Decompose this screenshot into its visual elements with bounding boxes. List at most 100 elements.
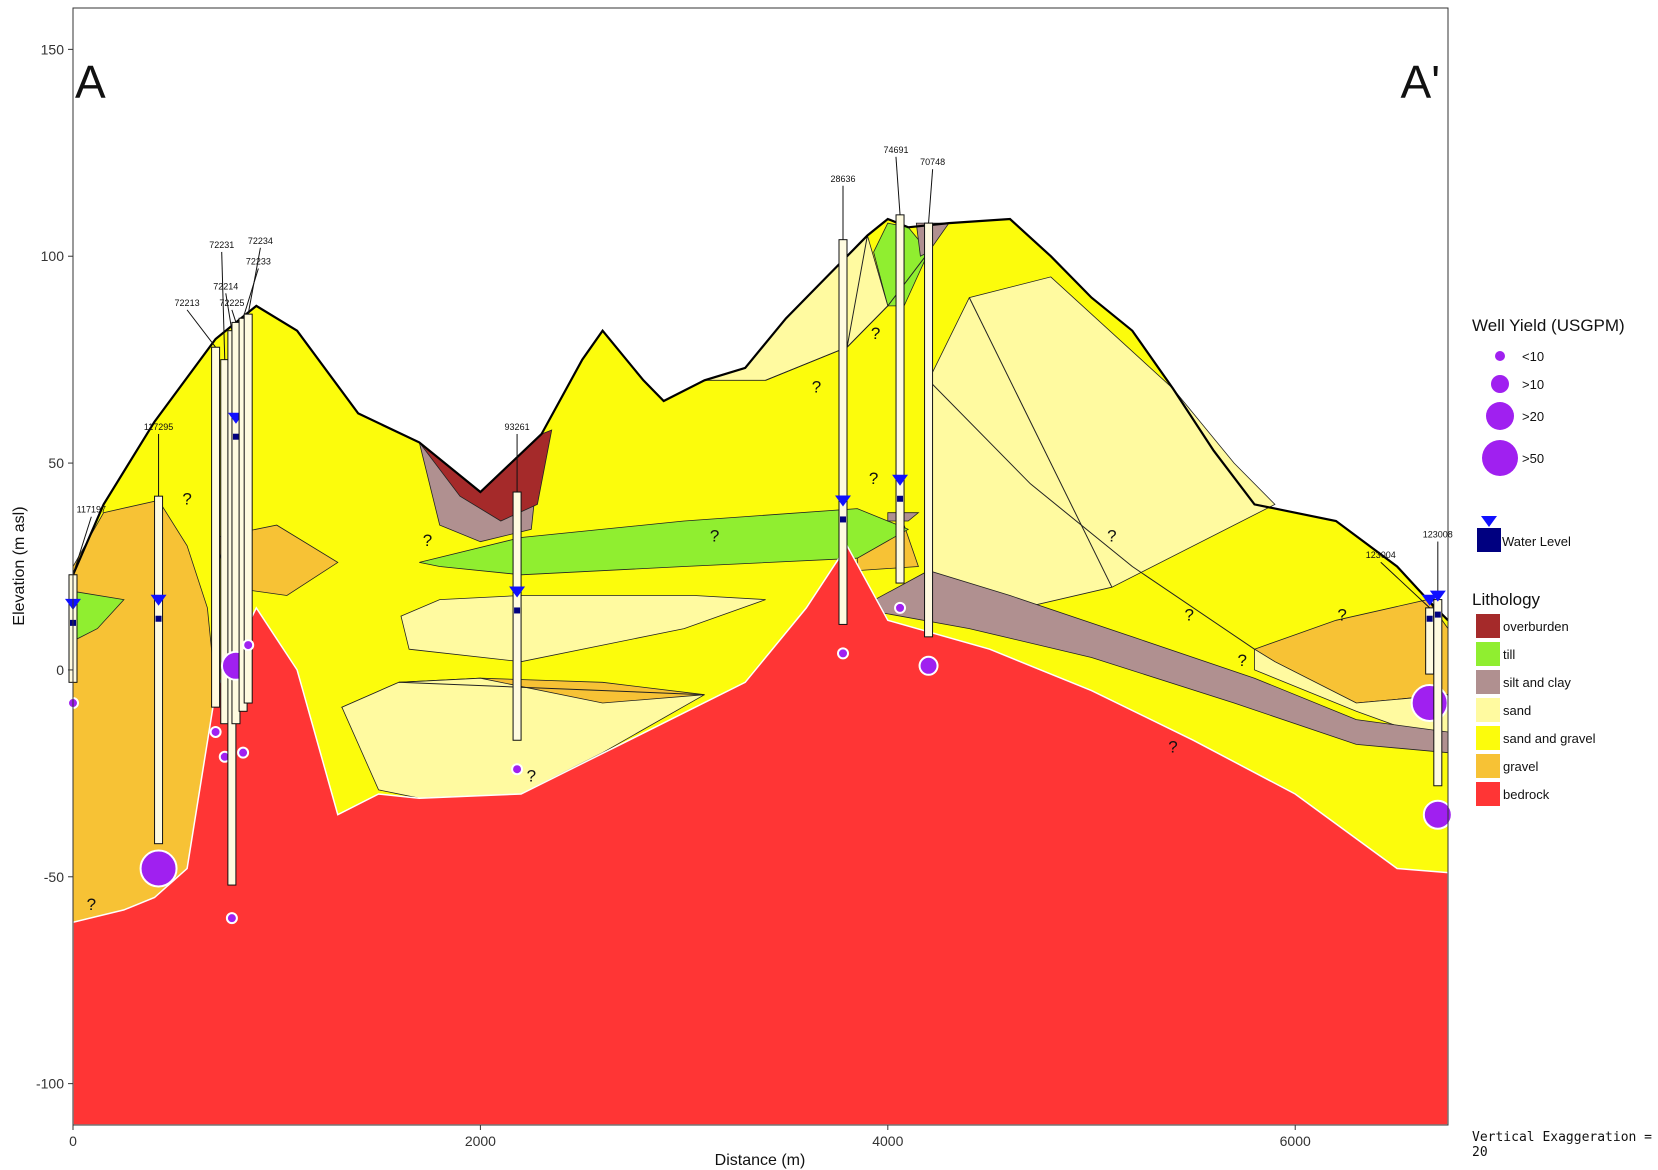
x-tick-label: 2000 (465, 1133, 496, 1149)
legend-lithology-swatch (1476, 698, 1500, 722)
water-level-square (840, 516, 846, 523)
well-leader-line (247, 247, 261, 315)
legend-lithology-label: bedrock (1503, 787, 1550, 802)
x-tick-label: 0 (69, 1133, 77, 1149)
contact-line (765, 346, 848, 381)
uncertainty-marker: ? (423, 531, 432, 550)
contact-line (887, 251, 929, 307)
lithology-unit-till (419, 508, 910, 576)
well-leader-line (895, 156, 901, 215)
well-casing (512, 491, 522, 741)
uncertainty-marker: ? (871, 324, 880, 343)
lithology-unit-sand (1254, 648, 1448, 745)
legend-lithology-swatch (1476, 670, 1500, 694)
y-tick-label: 100 (41, 248, 65, 264)
well-id-label: 70748 (920, 157, 945, 167)
legend-water-square (1477, 528, 1501, 552)
well-casing (924, 222, 934, 638)
water-level-marker (835, 495, 851, 507)
well-leader-line (231, 309, 237, 323)
plot-border (72, 7, 1449, 1126)
uncertainty-marker: ? (1168, 738, 1177, 757)
y-tick-label: -100 (36, 1076, 64, 1092)
well-id-label: 72225 (219, 298, 244, 308)
legend-water-label: Water Level (1502, 534, 1571, 549)
uncertainty-marker: ? (1238, 651, 1247, 670)
uncertainty-marker: ? (527, 767, 536, 786)
water-level-marker (1421, 594, 1438, 606)
y-tick-label: 50 (48, 455, 64, 471)
legend-lithology-swatch (1476, 782, 1500, 806)
well-yield-marker (918, 655, 939, 676)
y-tick-label: -50 (44, 869, 64, 885)
legend-yield-circle (1482, 440, 1518, 476)
well-yield-marker (237, 746, 250, 759)
well-casing (211, 346, 221, 708)
legend-lithology-title: Lithology (1472, 590, 1541, 609)
well-id-label: 117197 (77, 505, 106, 515)
well-leader-line (928, 169, 934, 224)
uncertainty-marker: ? (812, 378, 821, 397)
well-id-label: 93261 (505, 422, 530, 432)
legend-yield-circle (1491, 375, 1509, 393)
uncertainty-marker: ? (869, 469, 878, 488)
well-id-label: 72213 (175, 298, 200, 308)
water-level-square (897, 495, 904, 502)
well-id-label: 72214 (213, 281, 238, 291)
legend-lithology-swatch (1476, 614, 1500, 638)
well-id-label: 72231 (209, 240, 234, 250)
legend-lithology-label: sand (1503, 703, 1531, 718)
lithology-unit-sand (400, 595, 766, 663)
well-leader-line (1380, 561, 1431, 609)
legend-yield-label: >20 (1522, 409, 1544, 424)
section-label-left: A (75, 56, 106, 108)
water-level-marker (892, 474, 909, 486)
legend-lithology-label: till (1503, 647, 1515, 662)
well-leader-line (225, 293, 233, 331)
uncertainty-marker: ? (182, 489, 191, 508)
well-casing (838, 239, 848, 625)
water-level-marker (509, 586, 526, 598)
x-axis-label: Distance (m) (715, 1152, 806, 1169)
legend-lithology-swatch (1476, 726, 1500, 750)
well-id-label: 74691 (883, 145, 908, 155)
water-level-square (155, 615, 162, 622)
well-yield-marker (225, 912, 238, 925)
legend-yield-title: Well Yield (USGPM) (1472, 316, 1625, 335)
legend-lithology-label: sand and gravel (1503, 731, 1596, 746)
well-yield-marker (139, 849, 178, 888)
legend-lithology-swatch (1476, 754, 1500, 778)
well-casing (895, 214, 905, 584)
uncertainty-marker: ? (1107, 527, 1116, 546)
well-id-label: 117295 (144, 422, 173, 432)
y-axis-label: Elevation (m asl) (11, 506, 28, 625)
well-leader-line (221, 251, 226, 360)
lithology-unit-till (73, 590, 125, 642)
x-tick-label: 6000 (1280, 1133, 1311, 1149)
legend-yield-circle (1495, 351, 1505, 361)
section-label-right: A' (1401, 56, 1440, 108)
well-casing (1433, 599, 1443, 787)
legend-lithology-label: gravel (1503, 759, 1539, 774)
legend-lithology-label: silt and clay (1503, 675, 1571, 690)
water-level-square (514, 607, 521, 614)
lithology-unit-silt-clay (866, 570, 1448, 754)
water-level-square (1426, 615, 1433, 622)
water-level-square (232, 433, 239, 440)
well-yield-marker (1422, 799, 1453, 830)
contact-line (968, 297, 1113, 588)
legend-yield-label: <10 (1522, 349, 1544, 364)
well-id-label: 72234 (248, 236, 273, 246)
legend-yield-circle (1486, 402, 1514, 430)
legend-lithology-label: overburden (1503, 619, 1569, 634)
well-leader-line (186, 309, 216, 348)
uncertainty-marker: ? (87, 895, 96, 914)
water-level-marker (150, 594, 167, 606)
uncertainty-marker: ? (1337, 605, 1346, 624)
legend-lithology-swatch (1476, 642, 1500, 666)
well-yield-marker (242, 639, 255, 652)
uncertainty-marker: ? (710, 527, 719, 546)
y-tick-label: 150 (41, 41, 65, 57)
lithology-unit-sand (341, 677, 705, 799)
